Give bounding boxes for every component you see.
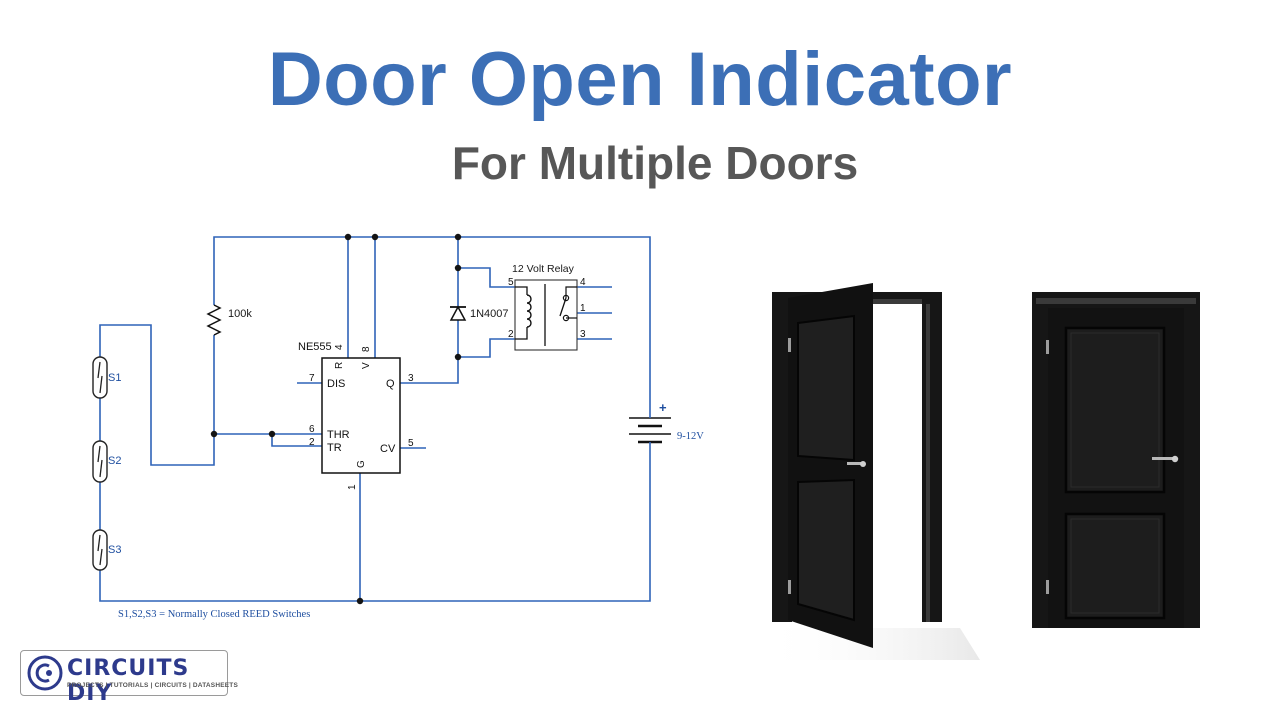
- relay-switch-arm: [559, 297, 567, 317]
- switch-note: S1,S2,S3 = Normally Closed REED Switches: [118, 609, 310, 620]
- relay-coil-bottom-wire: [458, 338, 515, 358]
- pin-reset-label: R: [334, 362, 345, 369]
- pin-thr-label: THR: [327, 429, 350, 441]
- reed-switch-s3: [92, 529, 108, 571]
- junction-dot: [454, 264, 462, 272]
- sensor-loop-wire: [99, 324, 215, 466]
- resistor-label: 100k: [228, 308, 252, 320]
- relay-coil-lead: [515, 327, 528, 340]
- battery: [629, 400, 671, 450]
- pin-reset-number: 4: [334, 344, 345, 350]
- logo-name: CIRCUITS DIY: [67, 656, 190, 706]
- relay-coil-top-wire: [458, 267, 515, 288]
- reed-switch-s2: [92, 440, 108, 483]
- junction-dot: [268, 430, 276, 438]
- diode-label: 1N4007: [470, 308, 509, 320]
- junction-dot: [356, 597, 364, 605]
- pin-vcc-number: 8: [361, 346, 372, 352]
- battery-plus: +: [659, 400, 667, 415]
- junctions: [210, 233, 462, 605]
- pin-cv-number: 5: [408, 438, 414, 449]
- output-wire: [400, 237, 459, 384]
- pin-out-label: Q: [386, 378, 395, 390]
- pin-tr-number: 2: [309, 437, 315, 448]
- logo-tagline: PROJECTS | TUTORIALS | CIRCUITS | DATASH…: [67, 682, 238, 689]
- pin-tr-label: TR: [327, 442, 342, 454]
- relay-pin5: 5: [508, 277, 514, 288]
- ic-label: NE555: [298, 341, 332, 353]
- circuits-diy-logo[interactable]: CIRCUITS DIY PROJECTS | TUTORIALS | CIRC…: [20, 650, 238, 706]
- pin-vcc-label: V: [361, 362, 372, 369]
- relay-pin3: 3: [580, 329, 586, 340]
- junction-dot: [454, 233, 462, 241]
- relay-pin4: 4: [580, 277, 586, 288]
- switch-label-s2: S2: [108, 455, 121, 467]
- circuits-diy-logo-icon: [27, 655, 63, 691]
- pin-gnd-number: 1: [347, 484, 358, 490]
- junction-dot: [371, 233, 379, 241]
- relay-label: 12 Volt Relay: [512, 263, 575, 275]
- reed-switch-s1: [92, 356, 108, 399]
- open-door-illustration: [760, 283, 980, 660]
- pin-dis-label: DIS: [327, 378, 345, 390]
- junction-dot: [210, 430, 218, 438]
- switch-label-s1: S1: [108, 372, 121, 384]
- top-rail-wire: [213, 236, 651, 400]
- page-subtitle: For Multiple Doors: [451, 137, 859, 189]
- wires: [99, 236, 651, 602]
- relay-coil: [526, 294, 532, 328]
- pin-out-number: 3: [408, 373, 414, 384]
- resistor-100k: [206, 304, 222, 336]
- closed-door-illustration: [1032, 292, 1200, 628]
- battery-label: 9-12V: [677, 431, 704, 442]
- pin-dis-number: 7: [309, 373, 315, 384]
- relay-coil-lead: [515, 286, 528, 295]
- switch-label-s3: S3: [108, 544, 121, 556]
- pin-cv-label: CV: [380, 443, 396, 455]
- diode-1n4007: [449, 305, 467, 321]
- junction-dot: [454, 353, 462, 361]
- ground-rail-wire: [99, 450, 651, 602]
- pin-gnd-label: G: [356, 460, 367, 468]
- tr-wire: [271, 434, 322, 447]
- junction-dot: [344, 233, 352, 241]
- pin-thr-number: 6: [309, 424, 315, 435]
- relay-pin2: 2: [508, 329, 514, 340]
- page-title: Door Open Indicator: [267, 37, 1013, 122]
- relay-pin1: 1: [580, 303, 586, 314]
- ic-ne555-body: [321, 357, 401, 474]
